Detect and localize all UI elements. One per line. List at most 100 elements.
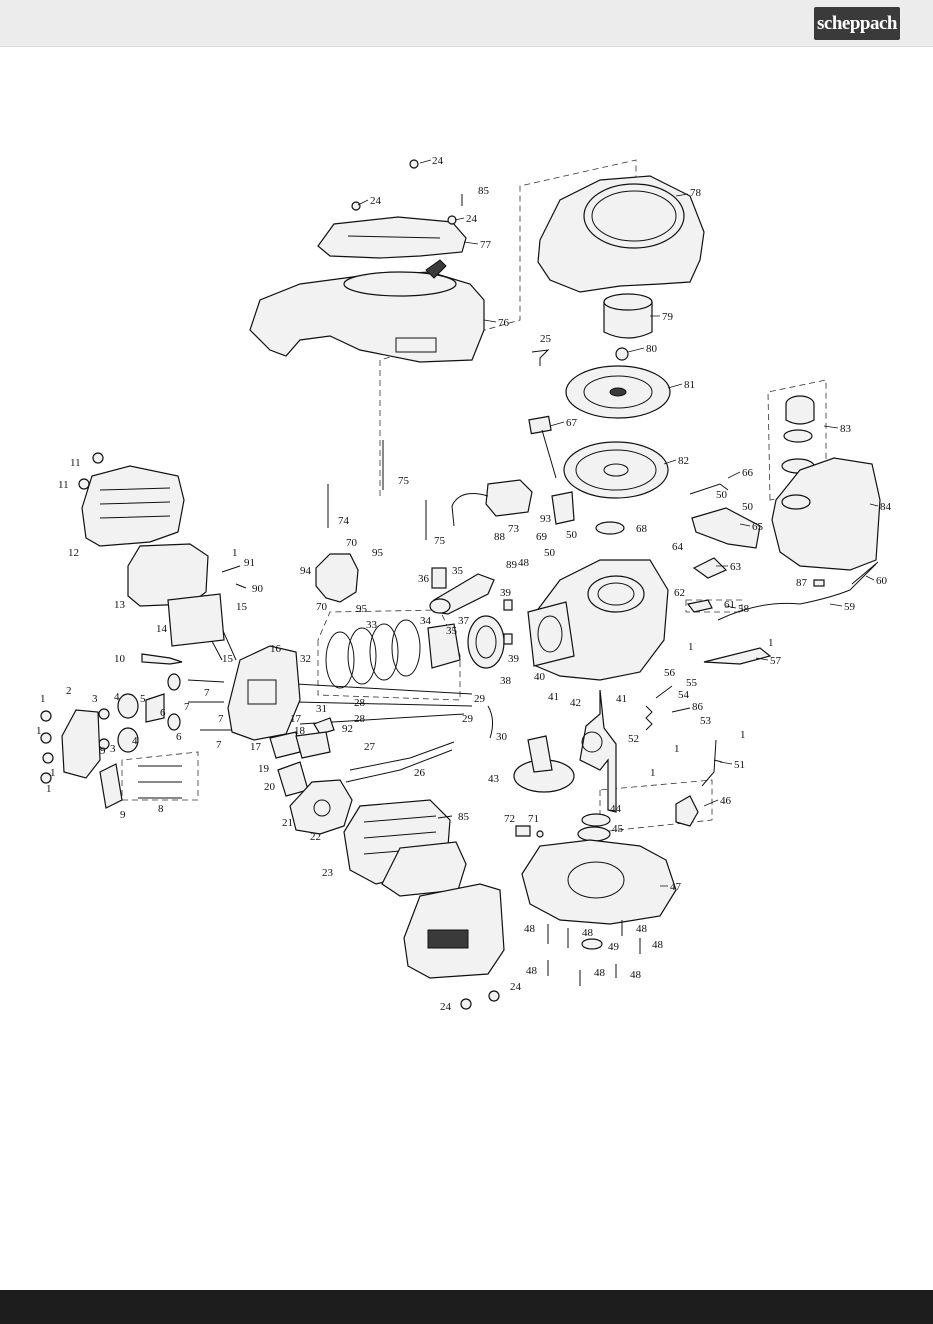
callout-48: 48 [518,557,530,569]
callout-9: 9 [100,745,106,757]
callout-64: 64 [672,541,684,553]
callout-77: 77 [480,239,492,251]
callout-7: 7 [216,739,222,751]
callout-5: 5 [140,693,146,705]
callout-55: 55 [686,677,698,689]
callout-24: 24 [370,195,382,207]
callout-48: 48 [582,927,594,939]
callout-51: 51 [734,759,745,771]
callout-9: 9 [120,809,126,821]
callout-35: 35 [452,565,464,577]
callout-41: 41 [616,693,627,705]
callout-75: 75 [434,535,446,547]
callout-28: 28 [354,713,366,725]
callout-1: 1 [50,767,56,779]
callout-31: 31 [316,703,327,715]
callout-17: 17 [250,741,262,753]
callout-7: 7 [184,701,190,713]
callout-29: 29 [474,693,486,705]
callout-73: 73 [508,523,520,535]
callout-24: 24 [432,155,444,167]
callout-7: 7 [204,687,210,699]
callout-60: 60 [876,575,888,587]
callout-61: 61 [724,599,735,611]
callout-7: 7 [218,713,224,725]
callout-48: 48 [630,969,642,981]
callout-46: 46 [720,795,732,807]
callout-91: 91 [244,557,255,569]
callout-34: 34 [420,615,432,627]
callout-85: 85 [458,811,470,823]
callout-11: 11 [58,479,69,491]
footer-bar [0,1290,933,1324]
callout-26: 26 [414,767,426,779]
callout-84: 84 [880,501,892,513]
callout-74: 74 [338,515,350,527]
callout-24: 24 [466,213,478,225]
callout-62: 62 [674,587,685,599]
callout-81: 81 [684,379,695,391]
callout-59: 59 [844,601,856,613]
callout-36: 36 [418,573,430,585]
callout-2: 2 [66,685,72,697]
callout-78: 78 [690,187,702,199]
callout-53: 53 [700,715,712,727]
callout-58: 58 [738,603,750,615]
callout-76: 76 [498,317,510,329]
callout-1: 1 [650,767,656,779]
callout-41: 41 [548,691,559,703]
callout-25: 25 [540,333,552,345]
callout-6: 6 [176,731,182,743]
callout-1: 1 [36,725,42,737]
callout-21: 21 [282,817,293,829]
callout-11: 11 [70,457,81,469]
callout-83: 83 [840,423,852,435]
callout-15: 15 [236,601,248,613]
callout-75: 75 [398,475,410,487]
callout-35: 35 [446,625,458,637]
callout-54: 54 [678,689,690,701]
callout-89: 89 [506,559,518,571]
callout-1: 1 [40,693,46,705]
callout-1: 1 [46,783,52,795]
callout-29: 29 [462,713,474,725]
callout-15: 15 [222,653,234,665]
callout-52: 52 [628,733,639,745]
callout-56: 56 [664,667,676,679]
callout-50: 50 [544,547,556,559]
callout-17: 17 [290,713,302,725]
callout-42: 42 [570,697,581,709]
callout-68: 68 [636,523,648,535]
callout-32: 32 [300,653,311,665]
callout-14: 14 [156,623,168,635]
callout-4: 4 [114,691,120,703]
callout-44: 44 [610,803,622,815]
callout-72: 72 [504,813,515,825]
callout-43: 43 [488,773,500,785]
callout-94: 94 [300,565,312,577]
callout-70: 70 [316,601,328,613]
callout-48: 48 [636,923,648,935]
callout-33: 33 [366,619,378,631]
callout-90: 90 [252,583,264,595]
callout-40: 40 [534,671,546,683]
callout-48: 48 [594,967,606,979]
callout-28: 28 [354,697,366,709]
callout-23: 23 [322,867,334,879]
callout-13: 13 [114,599,126,611]
callout-79: 79 [662,311,674,323]
callout-8: 8 [158,803,164,815]
callout-19: 19 [258,763,270,775]
callout-69: 69 [536,531,548,543]
callout-70: 70 [346,537,358,549]
callout-50: 50 [742,501,754,513]
callout-80: 80 [646,343,658,355]
callout-3: 3 [110,743,116,755]
callout-92: 92 [342,723,353,735]
callout-85: 85 [478,185,490,197]
callout-86: 86 [692,701,704,713]
callout-93: 93 [540,513,552,525]
callout-30: 30 [496,731,508,743]
callout-50: 50 [566,529,578,541]
callout-16: 16 [270,643,282,655]
